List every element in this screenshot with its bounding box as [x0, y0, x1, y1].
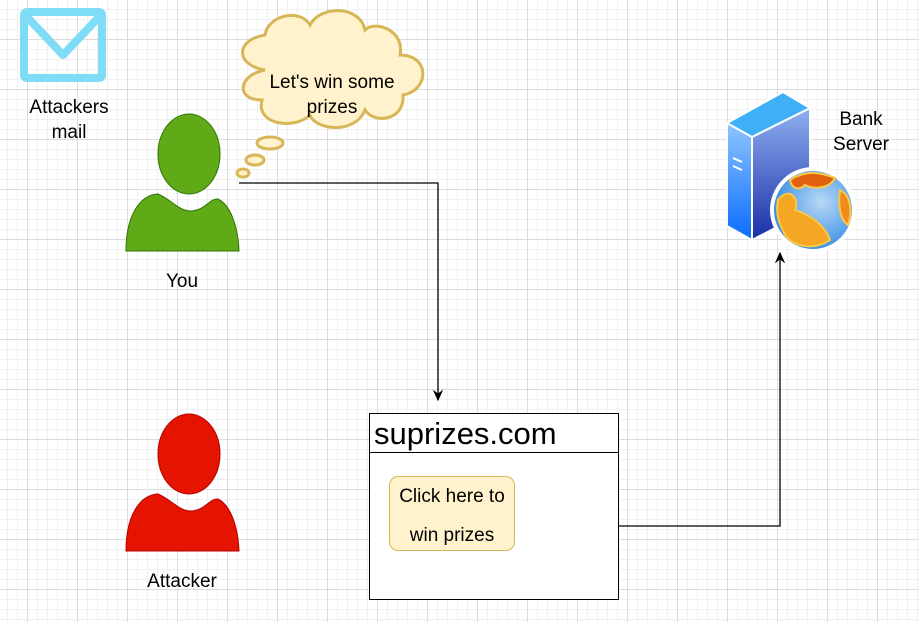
thought-line1: Let's win some — [269, 72, 395, 93]
server-label: Bank Server — [818, 107, 904, 157]
connector-you-to-website — [239, 182, 444, 402]
server-label-line1: Bank — [839, 109, 883, 130]
user-attacker-icon — [125, 413, 240, 552]
website-title: suprizes.com — [370, 414, 618, 453]
win-prizes-button[interactable]: Click here to win prizes — [389, 476, 515, 551]
thought-line2: prizes — [306, 97, 358, 118]
user-you-icon — [125, 113, 240, 252]
connector-website-to-server — [619, 251, 786, 527]
mail-label-line2: mail — [51, 122, 87, 143]
attacker-label: Attacker — [147, 571, 217, 592]
thought-text: Let's win some prizes — [252, 70, 412, 120]
you-label: You — [165, 271, 199, 292]
website-window: suprizes.com Click here to win prizes — [369, 413, 619, 600]
button-line1: Click here to — [399, 486, 505, 507]
bank-server-icon — [724, 90, 856, 253]
server-label-line2: Server — [833, 134, 889, 155]
thought-bubble-icon — [235, 9, 425, 179]
mail-icon — [20, 8, 106, 82]
button-line2: win prizes — [409, 525, 495, 546]
mail-label: Attackers mail — [14, 95, 124, 145]
mail-label-line1: Attackers — [29, 97, 109, 118]
